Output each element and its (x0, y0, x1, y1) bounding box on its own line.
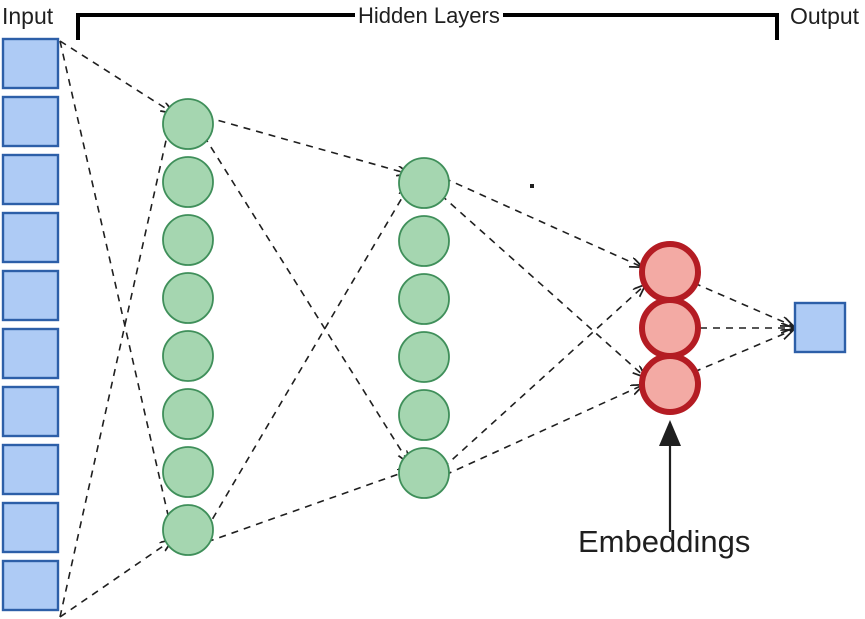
embeddings-callout-arrow (659, 420, 681, 532)
hidden-layer-2 (398, 157, 450, 499)
output-layer (793, 301, 847, 354)
hidden-node (162, 446, 214, 498)
embedding-layer (639, 241, 701, 415)
connection-hidden1-top-to-hidden2-top (205, 116, 409, 174)
input-node (1, 153, 60, 206)
hidden-node (162, 388, 214, 440)
connection-input-top-to-hidden1-bottom (59, 40, 173, 537)
output-label: Output (790, 3, 860, 29)
input-node (1, 211, 60, 264)
connection-hidden2-bottom-to-embedding-bottom (444, 385, 643, 476)
hidden-node (398, 273, 450, 325)
connection-hidden1-bottom-to-hidden2-top (205, 186, 409, 531)
connection-hidden2-top-to-embedding-top (443, 177, 642, 267)
hidden-node (162, 272, 214, 324)
input-node (1, 559, 60, 612)
hidden-node (162, 98, 214, 150)
input-node (1, 95, 60, 148)
hidden-node (162, 156, 214, 208)
embedding-node (639, 297, 701, 359)
input-layer (1, 37, 60, 612)
input-label: Input (2, 3, 54, 29)
embeddings-label: Embeddings (578, 524, 751, 559)
hidden-node (398, 157, 450, 209)
connection-lines (59, 40, 793, 618)
hidden-layer-1 (162, 98, 214, 556)
stray-mark (530, 184, 534, 188)
input-node (1, 501, 60, 554)
input-node (1, 327, 60, 380)
connection-hidden2-bottom-to-embedding-top (442, 285, 645, 469)
connection-input-bottom-to-hidden1-top (59, 118, 171, 618)
connection-hidden1-bottom-to-hidden2-bottom (206, 470, 410, 543)
hidden-node (398, 447, 450, 499)
output-node (793, 301, 847, 354)
connection-embedding-bottom-to-output (693, 330, 793, 373)
hidden-node (398, 331, 450, 383)
hidden-node (162, 214, 214, 266)
connection-input-top-to-hidden1-top (59, 40, 173, 113)
hidden-node (162, 330, 214, 382)
hidden-node (398, 389, 450, 441)
embedding-node (639, 241, 701, 303)
embedding-node (639, 353, 701, 415)
connection-hidden1-top-to-hidden2-bottom (203, 135, 409, 463)
embeddings-arrow-head (659, 420, 681, 446)
connection-hidden2-top-to-embedding-bottom (440, 194, 645, 377)
connection-input-bottom-to-hidden1-bottom (59, 540, 172, 618)
hidden-node (398, 215, 450, 267)
input-node (1, 385, 60, 438)
stray-mark (530, 184, 534, 188)
input-node (1, 443, 60, 496)
input-node (1, 37, 60, 90)
connection-embedding-top-to-output (693, 282, 793, 326)
hidden-layers-label: Hidden Layers (355, 3, 503, 29)
hidden-node (162, 504, 214, 556)
input-node (1, 269, 60, 322)
